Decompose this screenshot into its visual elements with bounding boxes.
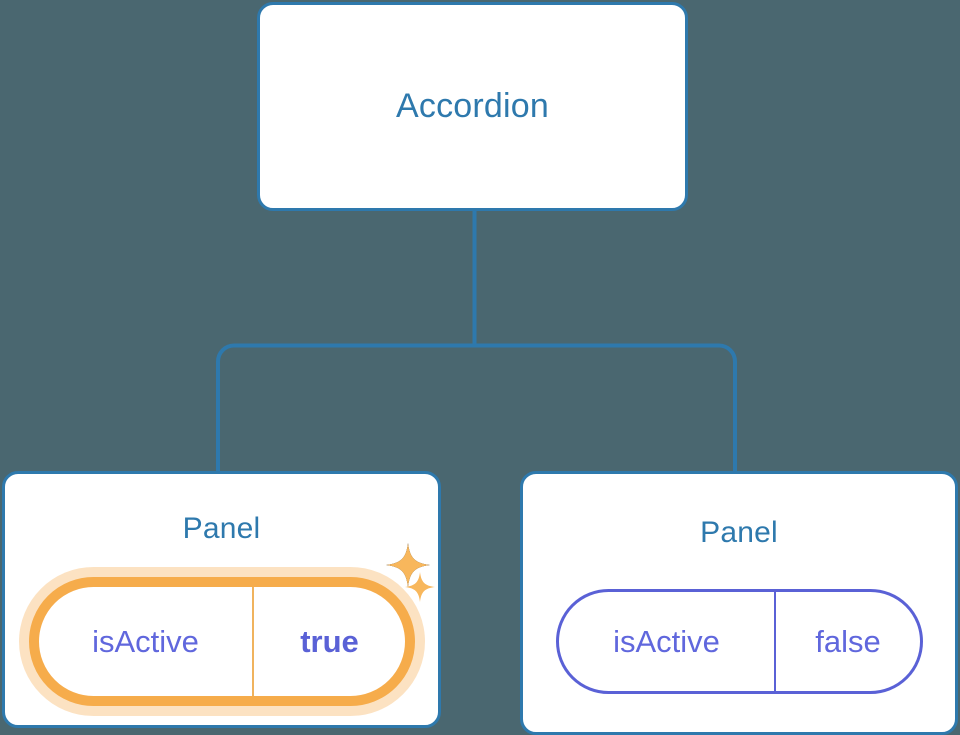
prop-pill-isactive-false[interactable]: isActive false bbox=[556, 589, 923, 694]
edge-to-panel-right bbox=[474, 343, 737, 472]
edge-to-panel-left bbox=[216, 343, 475, 472]
node-accordion-title: Accordion bbox=[396, 86, 549, 125]
prop-pill-divider bbox=[774, 592, 776, 691]
prop-value-label: false bbox=[815, 623, 881, 659]
prop-pill-divider bbox=[252, 587, 254, 696]
node-panel-active-title: Panel bbox=[182, 512, 261, 545]
prop-pill-isactive-true[interactable]: isActive true bbox=[29, 577, 415, 706]
node-panel-inactive-title: Panel bbox=[700, 516, 778, 549]
prop-value-label: true bbox=[300, 623, 359, 659]
node-accordion[interactable]: Accordion bbox=[257, 2, 688, 211]
prop-key-label: isActive bbox=[92, 623, 199, 659]
prop-key-label: isActive bbox=[613, 623, 720, 659]
